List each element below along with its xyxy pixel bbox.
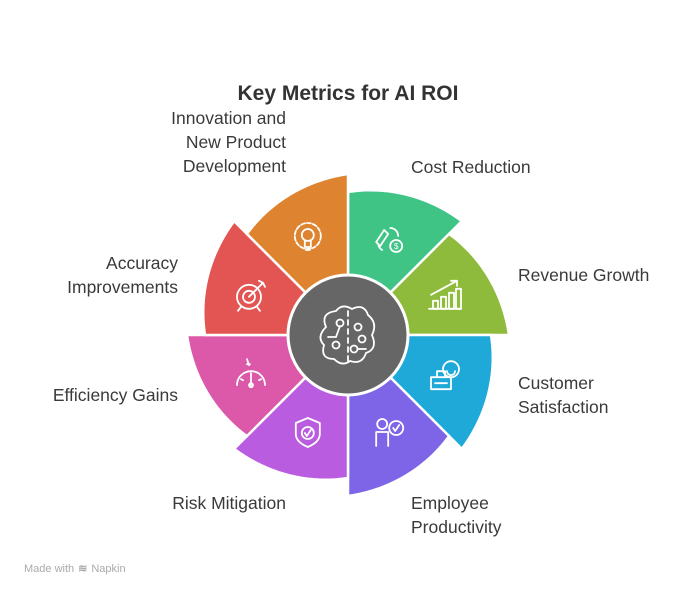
footer: Made with ≋ Napkin (24, 562, 126, 576)
gear-bulb-icon (293, 222, 322, 251)
label-risk-mitigation: Risk Mitigation (172, 491, 286, 515)
label-line: New Product (185, 132, 286, 152)
label-line: Risk Mitigation (172, 493, 286, 513)
label-revenue-growth: Revenue Growth (518, 263, 649, 287)
svg-text:$: $ (394, 242, 399, 251)
label-line: Efficiency Gains (52, 385, 178, 405)
center-hub (286, 273, 410, 397)
made-with-text: Made with (24, 562, 75, 575)
label-line: Customer (518, 373, 594, 393)
speedometer-icon (236, 358, 266, 389)
label-efficiency-gains: Efficiency Gains (53, 383, 178, 407)
bar-chart-growth-icon (428, 279, 462, 310)
person-check-icon (375, 418, 405, 447)
label-line: Satisfaction (518, 397, 609, 417)
label-line: Development (182, 156, 286, 176)
label-line: Improvements (67, 277, 178, 297)
diagram-title: Key Metrics for AI ROI (237, 82, 459, 105)
cost-cycle-icon: $ (375, 227, 404, 253)
label-line: Revenue Growth (518, 265, 650, 285)
napkin-logo-icon: ≋ (78, 563, 88, 575)
brain-icon (319, 305, 376, 365)
label-line: Accuracy (106, 253, 178, 273)
napkin-brand: Napkin (91, 562, 126, 575)
label-line: Productivity (411, 517, 502, 537)
shield-check-icon (294, 417, 321, 448)
label-cost-reduction: Cost Reduction (411, 155, 531, 179)
target-icon (236, 279, 266, 312)
label-line: Employee (411, 493, 489, 513)
label-line: Innovation and (171, 108, 286, 128)
smiley-building-icon (430, 360, 460, 391)
label-line: Cost Reduction (411, 157, 531, 177)
